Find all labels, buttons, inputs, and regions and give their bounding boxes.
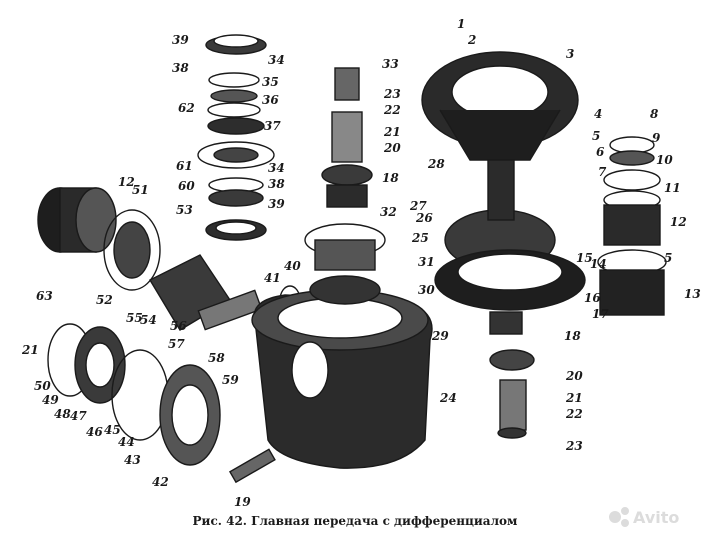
part-number-label: 32 — [380, 205, 397, 219]
part-number-label: 34 — [268, 161, 285, 175]
part-number-label: 44 — [118, 435, 135, 449]
part-number-label: 48 — [54, 407, 71, 421]
drum-housing — [37, 187, 161, 291]
part-number-label: 30 — [418, 283, 435, 297]
part-number-label: 31 — [418, 255, 435, 269]
part-number-label: 38 — [268, 177, 285, 191]
watermark-logo: Avito — [609, 507, 679, 527]
svg-text:Avito: Avito — [633, 508, 679, 527]
part-number-label: 11 — [664, 181, 681, 195]
part-number-label: 25 — [411, 231, 429, 245]
part-number-label: 5 — [664, 251, 672, 265]
part-number-label: 22 — [383, 103, 401, 117]
part-number-label: 4 — [594, 107, 602, 121]
part-number-label: 23 — [383, 87, 401, 101]
part-number-label: 5 — [592, 129, 600, 143]
part-number-label: 16 — [584, 291, 601, 305]
part-number-label: 35 — [262, 75, 279, 89]
part-number-label: 26 — [415, 211, 433, 225]
part-number-label: 62 — [178, 101, 195, 115]
part-number-label: 10 — [656, 153, 673, 167]
part-number-label: 59 — [222, 373, 239, 387]
shaft-lower-right — [489, 311, 535, 439]
part-number-label: 34 — [268, 53, 285, 67]
part-number-label: 17 — [592, 307, 609, 321]
part-number-label: 12 — [670, 215, 687, 229]
part-number-label: 27 — [409, 199, 427, 213]
part-number-label: 1 — [457, 17, 465, 31]
carrier-housing — [251, 289, 433, 469]
part-number-label: 9 — [652, 131, 661, 145]
part-number-label: 6 — [596, 145, 605, 159]
part-number-label: 22 — [565, 407, 583, 421]
part-number-label: 39 — [268, 197, 285, 211]
part-number-label: 60 — [178, 179, 195, 193]
bolt — [228, 448, 276, 484]
part-number-label: 15 — [576, 251, 593, 265]
part-number-label: 58 — [208, 351, 225, 365]
part-number-label: 56 — [170, 319, 187, 333]
part-number-label: 41 — [264, 271, 281, 285]
part-number-label: 21 — [565, 391, 583, 405]
part-number-label: 8 — [650, 107, 659, 121]
part-number-label: 33 — [382, 57, 399, 71]
part-number-label: 49 — [42, 393, 59, 407]
part-number-label: 42 — [152, 475, 169, 489]
part-number-label: 3 — [566, 47, 574, 61]
figure-caption: Рис. 42. Главная передача с дифференциал… — [192, 514, 518, 528]
part-number-label: 2 — [467, 33, 476, 47]
shaft-upper-middle — [321, 67, 373, 208]
part-number-label: 23 — [565, 439, 583, 453]
part-number-label: 43 — [124, 453, 141, 467]
bearing-stack-upper — [197, 34, 275, 241]
spider-cage — [304, 223, 386, 305]
part-number-label: 28 — [427, 157, 445, 171]
part-number-label: 63 — [36, 289, 53, 303]
part-number-label: 24 — [439, 391, 457, 405]
part-number-label: 54 — [140, 313, 157, 327]
part-number-label: 7 — [598, 165, 607, 179]
part-number-label: 52 — [96, 293, 113, 307]
part-number-label: 29 — [431, 329, 449, 343]
part-number-label: 38 — [172, 61, 189, 75]
end-covers — [47, 323, 221, 466]
part-number-label: 45 — [104, 423, 121, 437]
part-number-label: 46 — [86, 425, 103, 439]
part-number-label: 50 — [34, 379, 51, 393]
part-number-label: 36 — [262, 93, 279, 107]
part-number-label: 18 — [382, 171, 399, 185]
part-number-label: 12 — [118, 175, 135, 189]
part-number-label: 53 — [176, 203, 193, 217]
part-number-label: 47 — [70, 409, 87, 423]
differential-case — [421, 51, 586, 311]
part-number-label: 19 — [234, 495, 251, 509]
part-number-label: 55 — [126, 311, 143, 325]
part-number-label: 14 — [590, 257, 607, 271]
part-number-label: 37 — [264, 119, 281, 133]
part-number-label: 51 — [132, 183, 149, 197]
part-number-label: 61 — [176, 159, 193, 173]
part-number-label: 20 — [383, 141, 401, 155]
part-number-label: 20 — [565, 369, 583, 383]
part-number-label: 13 — [684, 287, 701, 301]
part-number-label: 18 — [564, 329, 581, 343]
part-number-label: 21 — [21, 343, 39, 357]
part-number-label: 21 — [383, 125, 401, 139]
part-number-label: 39 — [172, 33, 189, 47]
part-number-label: 57 — [168, 337, 185, 351]
part-number-label: 40 — [284, 259, 301, 273]
ring-stack-right — [597, 136, 667, 316]
